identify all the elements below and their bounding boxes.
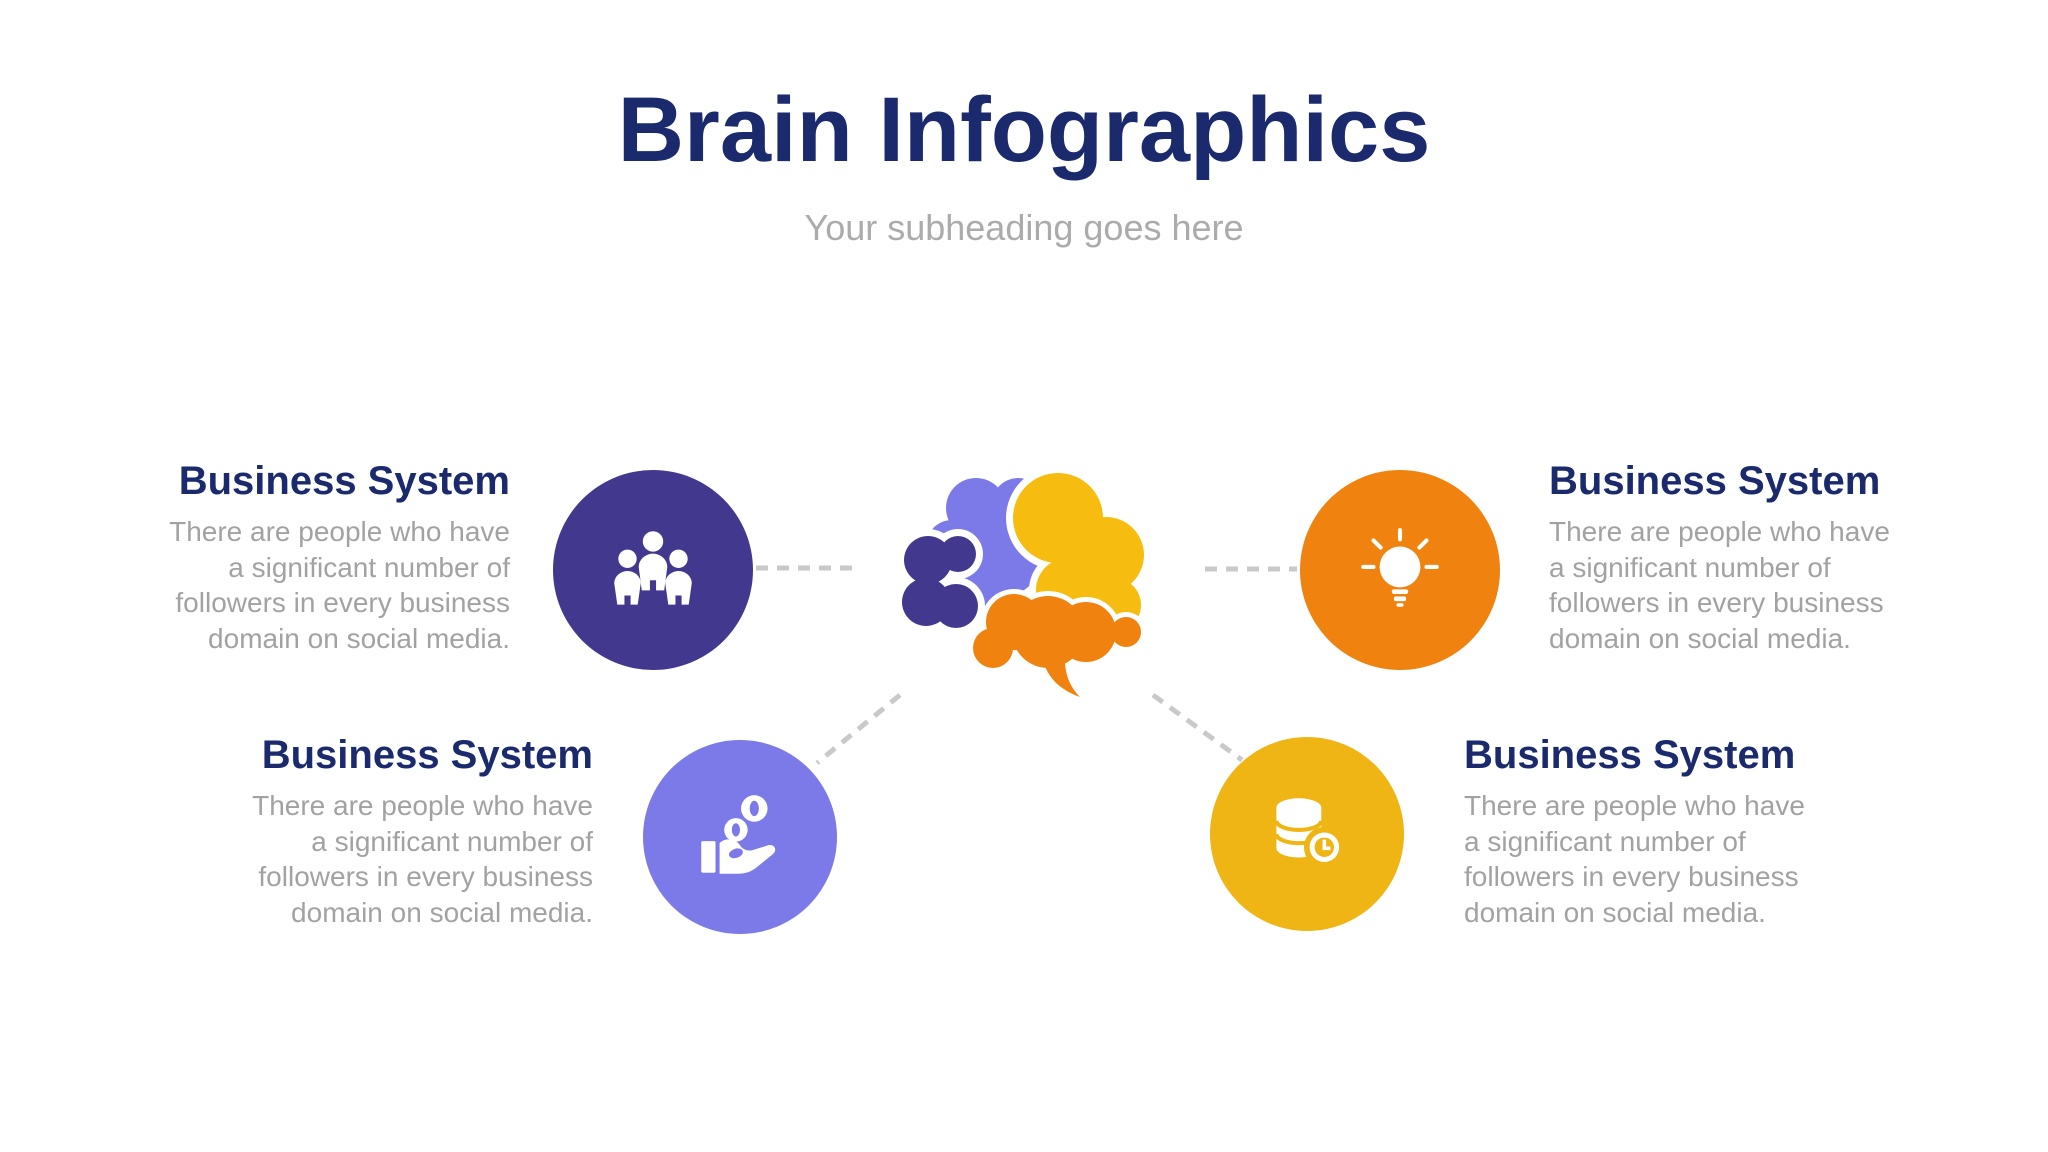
node-circle-people: [553, 470, 753, 670]
coins-in-hand-icon: [701, 795, 776, 874]
brain-lobe-indigo: [895, 529, 985, 635]
node-circle-coins: [643, 740, 837, 934]
people-group-icon: [614, 531, 692, 605]
node-circle-lightbulb: [1300, 470, 1500, 670]
database-clock-icon: [1274, 798, 1345, 868]
info-block-top-right: Business System There are people who hav…: [1549, 458, 1890, 656]
info-block-top-left: Business System There are people who hav…: [169, 458, 510, 656]
item-heading: Business System: [1549, 459, 1881, 503]
item-heading: Business System: [261, 733, 593, 777]
item-heading: Business System: [1464, 733, 1796, 777]
item-body: There are people who have a significant …: [169, 516, 510, 654]
connector-bottom-right: [1151, 692, 1244, 763]
brain-lobe-orange: [968, 589, 1146, 702]
node-circle-database: [1210, 737, 1404, 931]
item-body: There are people who have a significant …: [252, 790, 593, 928]
connector-bottom-left: [815, 693, 902, 765]
page-subtitle: Your subheading goes here: [804, 207, 1244, 248]
item-body: There are people who have a significant …: [1549, 516, 1890, 654]
brain-icon: [895, 468, 1151, 702]
item-heading: Business System: [178, 459, 510, 503]
item-body: There are people who have a significant …: [1464, 790, 1805, 928]
info-block-bottom-left: Business System There are people who hav…: [252, 732, 593, 930]
page-title: Brain Infographics: [617, 79, 1431, 181]
lightbulb-icon: [1361, 528, 1439, 607]
info-block-bottom-right: Business System There are people who hav…: [1464, 732, 1805, 930]
